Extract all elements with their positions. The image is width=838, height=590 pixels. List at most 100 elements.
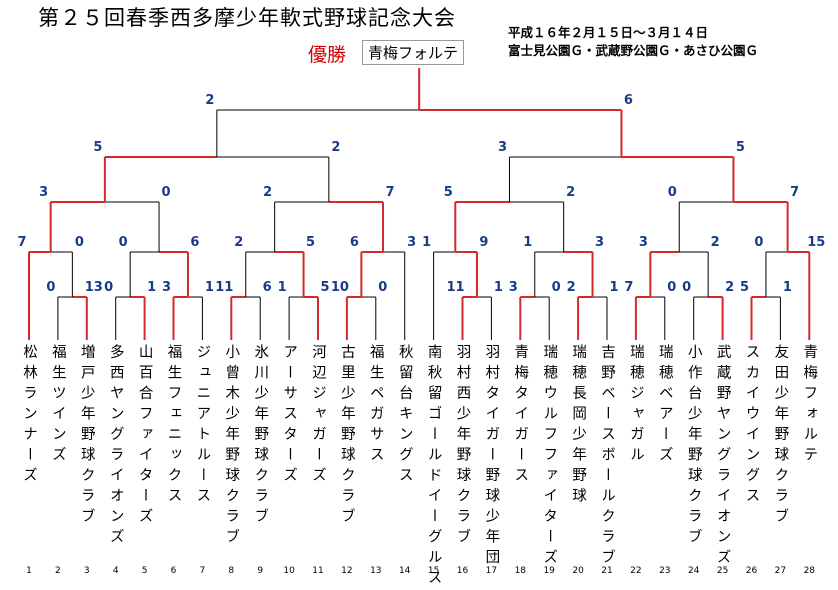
team-name: 古里少年野球クラブ <box>338 344 355 529</box>
team-name: スカイウイングス <box>743 344 760 508</box>
match-score: 1 <box>523 235 532 250</box>
winner-team: 青梅フォルテ <box>362 40 465 65</box>
match-score: 1 <box>494 280 503 295</box>
match-score: 6 <box>350 235 359 250</box>
team-number: 2 <box>55 566 61 576</box>
match-score: 3 <box>39 185 48 200</box>
team-name: 河辺ジャガーズ <box>310 344 326 488</box>
team-name: 秋留台キングス <box>396 344 413 488</box>
team-name: 小作台少年野球クラブ <box>685 344 702 549</box>
team-number: 28 <box>803 566 816 576</box>
match-score: 7 <box>386 185 395 200</box>
match-score: 3 <box>595 235 604 250</box>
match-score: 11 <box>215 280 233 295</box>
match-score: 6 <box>190 235 199 250</box>
match-score: 2 <box>711 235 720 250</box>
match-score: 2 <box>725 280 734 295</box>
team-number: 15 <box>427 566 440 576</box>
team-name: ジュニアトルース <box>194 344 211 508</box>
match-score: 0 <box>668 185 677 200</box>
team-number: 21 <box>601 566 613 576</box>
team-name: 増戸少年野球クラブ <box>78 344 95 529</box>
match-score: 1 <box>783 280 792 295</box>
team-number: 26 <box>745 566 758 576</box>
match-score: 11 <box>446 280 464 295</box>
team-name: アーサスターズ <box>281 344 298 488</box>
match-score: 0 <box>162 185 171 200</box>
team-number: 20 <box>572 566 584 576</box>
team-name: 福生ペガサス <box>367 344 384 467</box>
match-score: 0 <box>75 235 84 250</box>
match-score: 2 <box>234 235 243 250</box>
team-name: 多西ヤングライオンズ <box>107 344 124 549</box>
team-name: 友田少年野球クラブ <box>772 344 789 529</box>
match-score: 2 <box>566 185 575 200</box>
team-name: 小曾木少年野球クラブ <box>223 344 240 549</box>
match-score: 6 <box>263 280 272 295</box>
team-number: 3 <box>83 566 90 576</box>
match-score: 3 <box>498 140 507 155</box>
match-score: 0 <box>378 280 387 295</box>
team-number: 22 <box>630 566 642 576</box>
team-name: 氷川少年野球クラブ <box>252 344 269 529</box>
team-number: 16 <box>456 566 469 576</box>
team-number: 27 <box>774 566 787 576</box>
match-score: 1 <box>609 280 618 295</box>
match-score: 0 <box>667 280 676 295</box>
team-number: 8 <box>228 566 235 576</box>
match-score: 5 <box>444 185 453 200</box>
team-name: 青梅フォルテ <box>801 344 818 467</box>
match-score: 2 <box>567 280 576 295</box>
team-name: 瑞穂ジャガル <box>627 344 644 467</box>
match-score: 7 <box>17 235 26 250</box>
match-score: 6 <box>624 93 633 108</box>
match-score: 3 <box>162 280 171 295</box>
team-number: 17 <box>485 566 498 576</box>
match-score: 3 <box>509 280 518 295</box>
team-name: 武蔵野ヤングライオンズ <box>714 344 731 570</box>
match-score: 5 <box>740 280 749 295</box>
match-score: 3 <box>639 235 648 250</box>
match-score: 2 <box>263 185 272 200</box>
match-score: 5 <box>320 280 329 295</box>
team-number: 18 <box>514 566 527 576</box>
team-number: 4 <box>112 566 119 576</box>
match-score: 13 <box>85 280 103 295</box>
team-name: 福生フェニックス <box>165 344 182 508</box>
team-number: 14 <box>398 566 411 576</box>
team-number: 23 <box>659 566 671 576</box>
team-number: 12 <box>341 566 353 576</box>
match-score: 1 <box>422 235 431 250</box>
winner-label: 優勝 <box>308 44 347 66</box>
team-name: 瑞穂長岡少年野球 <box>570 344 587 508</box>
team-number: 10 <box>283 566 295 576</box>
match-score: 3 <box>407 235 416 250</box>
match-score: 1 <box>278 280 287 295</box>
team-name: 羽村タイガー野球少年団 <box>483 344 500 570</box>
team-number: 7 <box>199 566 206 576</box>
match-score: 0 <box>104 280 113 295</box>
team-number: 25 <box>716 566 729 576</box>
match-score: 5 <box>93 140 102 155</box>
match-score: 5 <box>306 235 315 250</box>
match-score: 2 <box>205 93 214 108</box>
match-score: 7 <box>790 185 799 200</box>
team-name: 瑞穂ベアーズ <box>656 344 673 467</box>
team-number: 11 <box>312 566 324 576</box>
match-score: 5 <box>736 140 745 155</box>
match-score: 7 <box>624 280 633 295</box>
team-number: 1 <box>26 566 32 576</box>
match-score: 9 <box>479 235 488 250</box>
team-number: 19 <box>543 566 555 576</box>
team-name: 吉野ベースボールクラブ <box>599 344 615 570</box>
match-score: 2 <box>331 140 340 155</box>
match-score: 10 <box>331 280 349 295</box>
team-name: 松林ランナーズ <box>21 344 37 488</box>
match-score: 1 <box>205 280 214 295</box>
match-score: 1 <box>147 280 156 295</box>
match-score: 15 <box>807 235 825 250</box>
team-number: 9 <box>257 566 264 576</box>
event-venues: 富士見公園Ｇ・武蔵野公園Ｇ・あさひ公園Ｇ <box>508 43 759 58</box>
team-number: 6 <box>170 566 177 576</box>
